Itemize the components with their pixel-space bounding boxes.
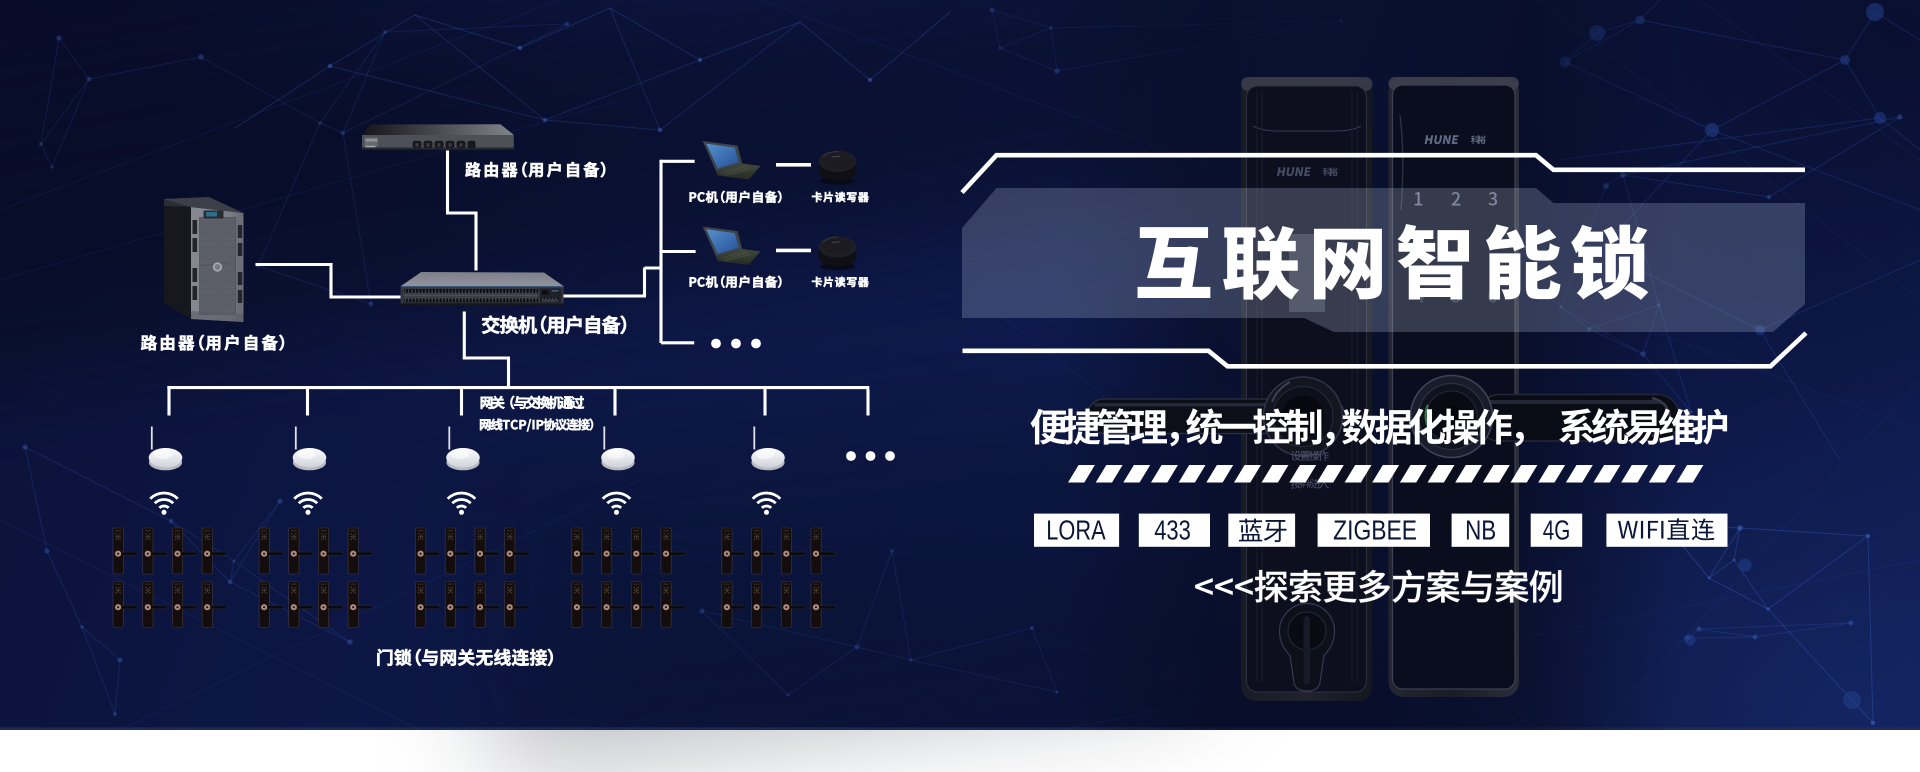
svg-text:LORA: LORA bbox=[1046, 514, 1106, 545]
svg-text:4G: 4G bbox=[1543, 514, 1571, 545]
svg-text:433: 433 bbox=[1154, 514, 1191, 545]
svg-text:NB: NB bbox=[1465, 514, 1496, 545]
svg-text:ZIGBEE: ZIGBEE bbox=[1333, 514, 1417, 545]
